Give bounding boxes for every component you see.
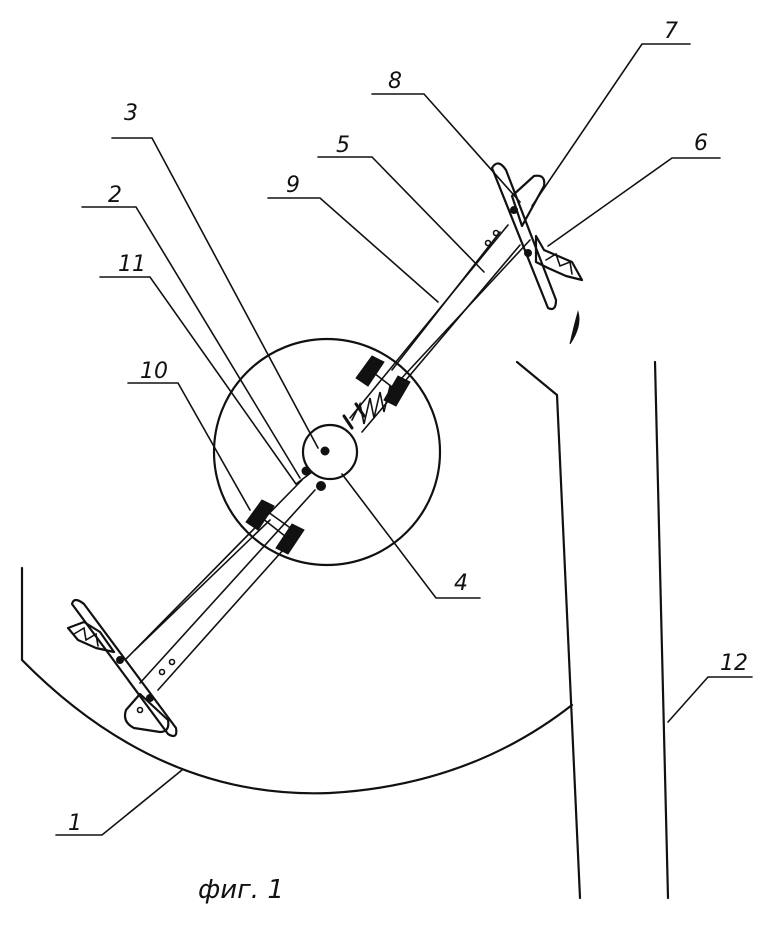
pivot-11: [301, 466, 311, 476]
lower-clamp-block-10: [245, 499, 305, 555]
upper-clamp-block: [355, 355, 411, 407]
figure-caption: фиг. 1: [198, 875, 284, 905]
lower-arm: [124, 479, 316, 691]
label-9: 9: [286, 173, 300, 198]
wall-12: [653, 360, 670, 900]
lower-paddle: [70, 598, 178, 738]
label-10: 10: [140, 359, 168, 384]
pivot-4: [316, 481, 326, 491]
label-7: 7: [664, 19, 678, 44]
label-3: 3: [124, 101, 138, 126]
part-labels: 1 2 3 4 5 6 7 8 9 10 11 12: [68, 19, 748, 836]
label-4: 4: [454, 571, 468, 596]
fragment: [569, 310, 580, 345]
upper-arm: [349, 224, 531, 433]
label-1: 1: [68, 811, 82, 836]
label-11: 11: [118, 252, 146, 277]
upper-paddle: [484, 162, 558, 311]
casing-1: [20, 360, 582, 900]
label-2: 2: [108, 183, 122, 208]
label-8: 8: [388, 69, 402, 94]
label-12: 12: [720, 651, 748, 676]
upper-blade-6: [534, 234, 584, 282]
label-6: 6: [694, 131, 708, 156]
label-5: 5: [336, 133, 350, 158]
leader-lines: [55, 43, 753, 836]
axle-3: [301, 423, 359, 481]
disk-2: [212, 337, 442, 567]
lower-blade: [66, 620, 116, 654]
